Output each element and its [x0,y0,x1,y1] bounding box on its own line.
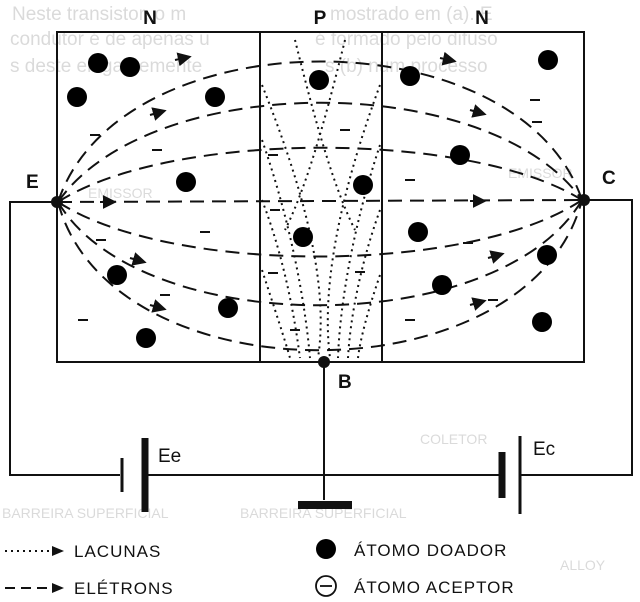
donor-atom [136,328,156,348]
donor-atom [309,70,329,90]
bleed-text-5: condutor é de apenas u [10,29,210,50]
wire-emitter [9,201,120,476]
legend-acceptor-label: ÁTOMO ACEPTOR [354,578,515,597]
donor-atom [353,175,373,195]
legend-electrons-label: ELÉTRONS [74,579,174,598]
legend-holes-label: LACUNAS [74,542,161,561]
bleed-text-11: BARREIRA SUPERFICIAL [2,505,169,521]
electron-arrow-8 [487,250,505,264]
electron-path-5 [57,199,583,258]
collector-label: C [602,168,616,189]
electron-path-7 [57,199,583,352]
bleed-text-9: COLETOR [420,431,487,447]
battery-emitter: Ee [120,438,181,512]
emitter-label: E [26,172,39,193]
battery-collector: Ec [498,436,555,514]
donor-atom [432,275,452,295]
donor-atom [205,87,225,107]
region-label-n-right: N [475,8,489,29]
legend-holes-arrow [52,546,64,556]
donor-atom [532,312,552,332]
bleed-text-12: ALLOY [560,557,606,573]
hole-path-7 [347,209,381,359]
wire-collector [520,199,633,476]
electron-arrow-9 [149,299,167,313]
electron-arrow-10 [469,297,487,311]
legend-electrons-arrow [52,583,64,593]
bleed-text-1: mostrado em (a). E [330,4,493,25]
donor-atom [176,172,196,192]
electron-path-1 [57,60,583,203]
battery-emitter-label: Ee [158,446,181,467]
electron-path-3 [57,146,583,203]
legend-donor-icon [316,539,336,559]
donor-atom [218,298,238,318]
bleed-text-2: é formado pelo difuso [315,29,498,50]
donor-atom [107,265,127,285]
legend-acceptor: ÁTOMO ACEPTOR [315,575,515,597]
donor-atom [88,53,108,73]
electron-arrow-1 [174,52,192,67]
battery-collector-label: Ec [533,439,555,460]
hole-path-3 [261,199,301,359]
hole-path-9 [294,39,356,231]
legend-electrons: ELÉTRONS [5,579,174,598]
legend-donor: ÁTOMO DOADOR [316,539,507,560]
hole-path-1 [261,84,322,359]
electron-arrow-4 [469,104,487,118]
hole-path-2 [261,139,311,359]
hole-path-10 [284,39,346,231]
circuit-wires [9,199,633,509]
hole-flow [261,39,381,359]
donor-atom [120,57,140,77]
donor-atom [400,66,420,86]
donor-atom [537,245,557,265]
bleed-text-10: BARREIRA SUPERFICIAL [240,505,407,521]
donor-atom [538,50,558,70]
base-label: B [338,372,352,393]
hole-path-5 [326,84,381,359]
electron-path-2 [57,101,583,203]
base-node [318,356,330,368]
legend-holes: LACUNAS [5,542,161,561]
donor-atom [408,222,428,242]
legend-donor-label: ÁTOMO DOADOR [354,541,507,560]
region-label-n-left: N [143,8,157,29]
electron-arrow-7 [129,252,147,266]
electron-arrow-2 [439,51,457,66]
legend: LACUNAS ELÉTRONS ÁTOMO DOADOR ÁTOMO ACEP… [5,539,515,598]
electron-path-6 [57,199,583,307]
bleed-text-7: EMISSOR [88,185,153,201]
donor-atom [293,227,313,247]
donor-atom [67,87,87,107]
donor-atom [450,145,470,165]
electron-arrow-3 [149,107,167,121]
bleed-text-4: Neste transistor, o m [12,4,186,25]
background-bleed-text: mostrado em (a). E é formado pelo difuso… [2,4,606,573]
bleed-text-8: EMISSOR [508,165,573,181]
hole-path-4 [261,269,291,359]
region-label-p: P [314,8,327,29]
acceptor-atoms [78,99,542,331]
